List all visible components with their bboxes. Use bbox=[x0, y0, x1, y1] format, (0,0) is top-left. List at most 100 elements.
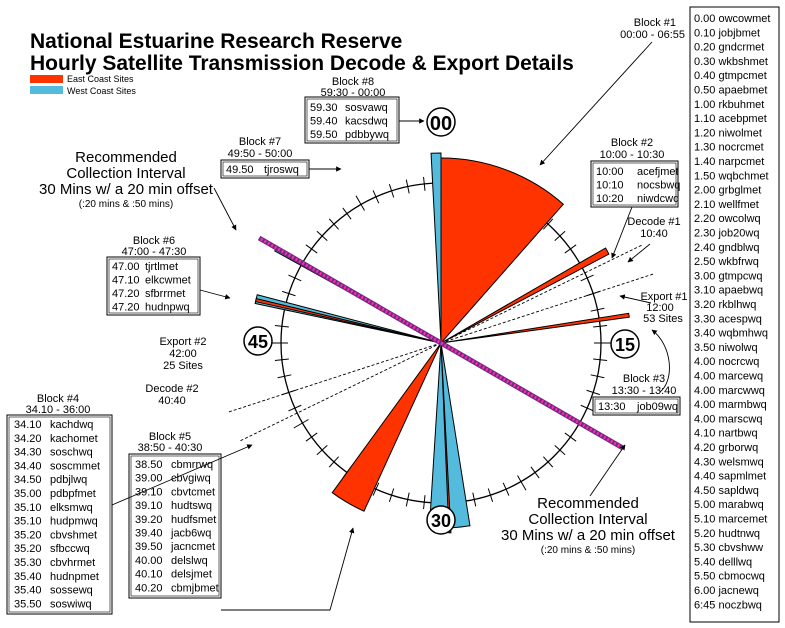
block2-row-time: 10:10 bbox=[596, 180, 624, 192]
block8-inner bbox=[306, 98, 398, 142]
dial-label-top-ring bbox=[426, 107, 456, 137]
block5-row-time: 39.20 bbox=[135, 514, 163, 526]
marker-line bbox=[226, 342, 442, 413]
block1-row: 6:45 noczbwq bbox=[694, 599, 762, 611]
block3-row-site: job09wq bbox=[636, 401, 678, 413]
block1-row: 4.00 marcwwq bbox=[694, 385, 765, 397]
block4-row-time: 35.40 bbox=[14, 571, 42, 583]
block3-list: 13:30 job09wq bbox=[598, 401, 678, 413]
block3-row-time: 13:30 bbox=[598, 401, 626, 413]
transmission-wedge-east bbox=[331, 342, 442, 512]
block4-row-site: sossewq bbox=[50, 585, 93, 597]
block4-row-site: soschwq bbox=[50, 447, 93, 459]
block5-time: 38:50 - 40:30 bbox=[138, 442, 203, 454]
title-line-1: National Estuarine Research Reserve bbox=[30, 30, 402, 53]
block1-row: 3.40 wqbmhwq bbox=[694, 328, 768, 340]
block2-row-site: niwdcwq bbox=[637, 193, 679, 205]
block4-row-time: 34.20 bbox=[14, 433, 42, 445]
block8-row-time: 59.30 bbox=[310, 102, 338, 114]
block4-box bbox=[6, 414, 113, 615]
block2-title: Block #2 bbox=[611, 137, 653, 149]
block1-row: 4.20 grborwq bbox=[694, 442, 758, 454]
dial-tick bbox=[293, 419, 309, 429]
block7-row-time: 49.50 bbox=[226, 164, 254, 176]
block1-row: 4.30 welsmwq bbox=[694, 456, 764, 468]
dial-tick bbox=[580, 274, 594, 282]
leader-block3 bbox=[651, 329, 670, 393]
block1-time: 00:00 - 06:55 bbox=[620, 29, 685, 41]
block2-row-site: nocsbwq bbox=[637, 180, 680, 192]
block1-row: 1.30 nocrcmet bbox=[694, 142, 764, 154]
block1-row: 2.40 gndblwq bbox=[694, 242, 759, 254]
interval-upper-line1: Recommended bbox=[75, 149, 177, 166]
interval-upper-line3: 30 Mins w/ a 20 min offset bbox=[39, 181, 214, 198]
block6-row-time: 47.20 bbox=[112, 288, 140, 300]
block5-row-time: 39.50 bbox=[135, 541, 163, 553]
dial-tick bbox=[517, 475, 527, 491]
block1-title: Block #1 bbox=[634, 17, 676, 29]
block8-row-time: 59.40 bbox=[310, 116, 338, 128]
marker-line bbox=[440, 244, 644, 344]
block5-row-time: 40.10 bbox=[135, 569, 163, 581]
block6-row-time: 47.00 bbox=[112, 261, 140, 273]
interval-lower-line2: Collection Interval bbox=[528, 511, 647, 528]
block1-row: 5.00 marabwq bbox=[694, 499, 764, 511]
block5-inner bbox=[130, 455, 220, 597]
block4-row-site: cbvshmet bbox=[50, 529, 97, 541]
block1-row: 4.50 sapldwq bbox=[694, 485, 759, 497]
block5-row-site: cbvgiwq bbox=[171, 473, 211, 485]
legend-west-swatch bbox=[30, 86, 63, 94]
block1-row: 0.50 apaebmet bbox=[694, 85, 767, 97]
block5-row-time: 39.10 bbox=[135, 486, 163, 498]
interval-line-dash bbox=[258, 236, 624, 450]
block1-row: 0.30 wkbshmet bbox=[694, 56, 768, 68]
dial-tick bbox=[316, 445, 328, 456]
block6-inner bbox=[108, 258, 199, 314]
block4-row-site: cbvhrmet bbox=[50, 557, 95, 569]
block8-row-time: 59.50 bbox=[310, 129, 338, 141]
block1-row: 3.30 acespwq bbox=[694, 313, 762, 325]
block4-row-time: 34.40 bbox=[14, 460, 42, 472]
dial-tick bbox=[355, 195, 365, 211]
dial-tick bbox=[502, 482, 510, 496]
decode2-time: 40:40 bbox=[158, 395, 186, 407]
block4-row-site: soswiwq bbox=[50, 598, 92, 610]
block8-row-site: pdbbywq bbox=[345, 129, 389, 141]
title-line-2: Hourly Satellite Transmission Decode & E… bbox=[30, 52, 574, 75]
block1-row: 5.50 cbmocwq bbox=[694, 571, 765, 583]
dial-label-top-text: 00 bbox=[430, 113, 452, 135]
block1-row: 4.00 marmbwq bbox=[694, 399, 767, 411]
dial-tick bbox=[564, 244, 577, 254]
block7-list: 49.50 tjroswq bbox=[226, 164, 299, 176]
block5-title: Block #5 bbox=[149, 431, 191, 443]
dial-tick bbox=[277, 374, 292, 379]
block5-row-site: cbmjbmet bbox=[171, 582, 219, 594]
dial-tick bbox=[288, 274, 302, 282]
block4-row-site: elksmwq bbox=[50, 502, 93, 514]
block4-row-time: 35.20 bbox=[14, 543, 42, 555]
leader-block5 bbox=[221, 527, 355, 611]
interval-upper-line2: Collection Interval bbox=[66, 165, 185, 182]
transmission-wedge-east bbox=[440, 312, 630, 344]
interval-upper-line4: (:20 mins & :50 mins) bbox=[79, 199, 173, 210]
block4-row-time: 35.30 bbox=[14, 557, 42, 569]
block4-row-time: 35.20 bbox=[14, 529, 42, 541]
block1-row: 6.00 jacnewq bbox=[694, 585, 759, 597]
block4-row-site: pdbpfmet bbox=[50, 488, 96, 500]
legend: East Coast Sites West Coast Sites bbox=[30, 74, 136, 96]
block4-row-site: soscmmet bbox=[50, 460, 100, 472]
block7-row-site: tjroswq bbox=[264, 164, 299, 176]
marker-line bbox=[440, 273, 656, 344]
block6-row-time: 47.20 bbox=[112, 302, 140, 314]
dial-tick bbox=[328, 218, 339, 230]
dial-label-bottom-ring bbox=[426, 505, 456, 535]
interval-note-upper: Recommended Collection Interval 30 Mins … bbox=[39, 149, 214, 210]
block1-row: 2.20 owcolwq bbox=[694, 213, 761, 225]
block2-row-time: 10:20 bbox=[596, 193, 624, 205]
block1-row: 5.20 hudtnwq bbox=[694, 528, 760, 540]
block1-row: 0.20 gndcrmet bbox=[694, 42, 764, 54]
block2-inner bbox=[592, 162, 677, 206]
